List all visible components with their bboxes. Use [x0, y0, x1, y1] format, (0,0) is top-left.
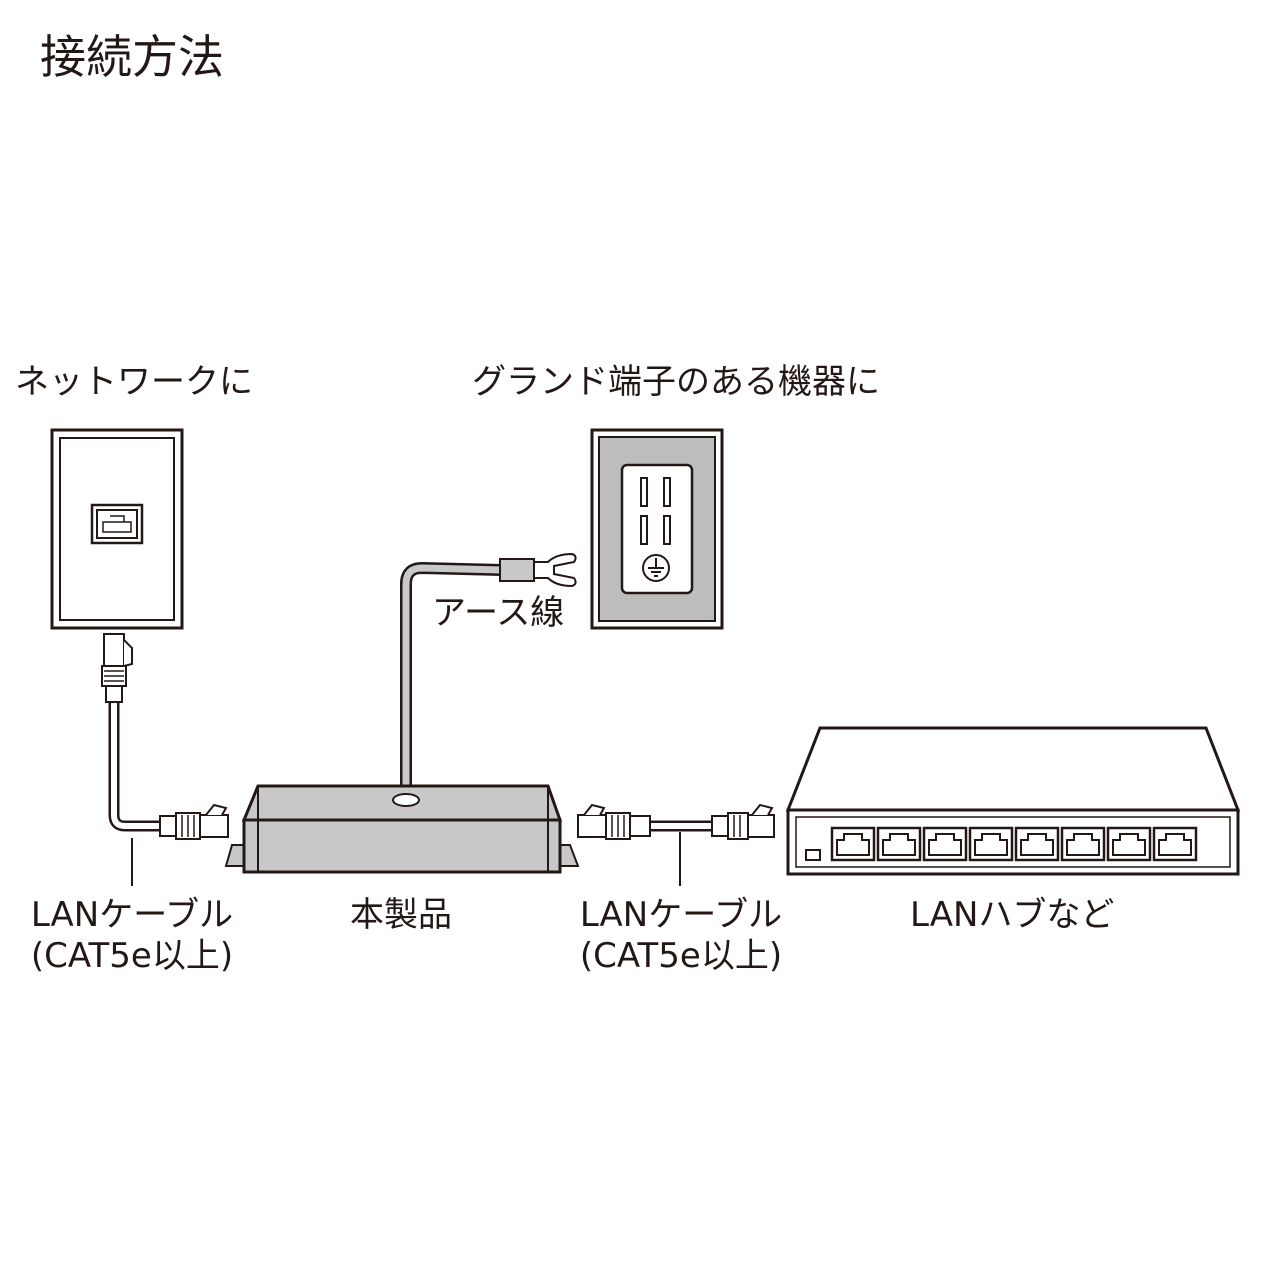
lan-cable-left: [101, 633, 229, 886]
wall-lan-port-icon: [90, 503, 144, 545]
lan-cable-label-right: LANケーブル (CAT5e以上): [571, 895, 791, 977]
network-label: ネットワークに: [15, 362, 253, 402]
hub-lan-port-icon: [1106, 826, 1152, 862]
earth-wire-label: アース線: [432, 593, 565, 633]
ground-device-label: グランド端子のある機器に: [472, 362, 880, 402]
earth-wire: [400, 552, 577, 806]
hub-ports: [830, 826, 1198, 862]
wall-lan-plate: [50, 428, 184, 630]
product-device: [224, 784, 580, 874]
rj45-connector-right-product: [577, 803, 651, 840]
hub-lan-port-icon: [1014, 826, 1060, 862]
page-title: 接続方法: [40, 30, 224, 84]
hub-lan-port-icon: [922, 826, 968, 862]
rj45-connector-hub: [711, 803, 775, 840]
lan-cable-label-left: LANケーブル (CAT5e以上): [22, 895, 242, 977]
rj45-connector-left-product: [159, 803, 229, 840]
lan-hub: [785, 726, 1241, 876]
product-label: 本製品: [350, 895, 452, 935]
lan-cable-left-line2: (CAT5e以上): [30, 935, 234, 976]
hub-lan-port-icon: [1060, 826, 1106, 862]
power-outlet: [590, 428, 724, 630]
hub-lan-port-icon: [968, 826, 1014, 862]
hub-lan-port-icon: [876, 826, 922, 862]
hub-led-icon: [805, 849, 821, 861]
ground-terminal-icon: [642, 554, 670, 582]
lan-cable-left-line1: LANケーブル: [30, 895, 234, 935]
hub-lan-port-icon: [1152, 826, 1198, 862]
lan-cable-right-line2: (CAT5e以上): [579, 935, 783, 976]
hub-label: LANハブなど: [910, 895, 1115, 935]
rj45-connector-top: [101, 633, 133, 703]
hub-lan-port-icon: [830, 826, 876, 862]
lan-cable-right-line1: LANケーブル: [579, 895, 783, 935]
lan-cable-right: [577, 803, 775, 886]
